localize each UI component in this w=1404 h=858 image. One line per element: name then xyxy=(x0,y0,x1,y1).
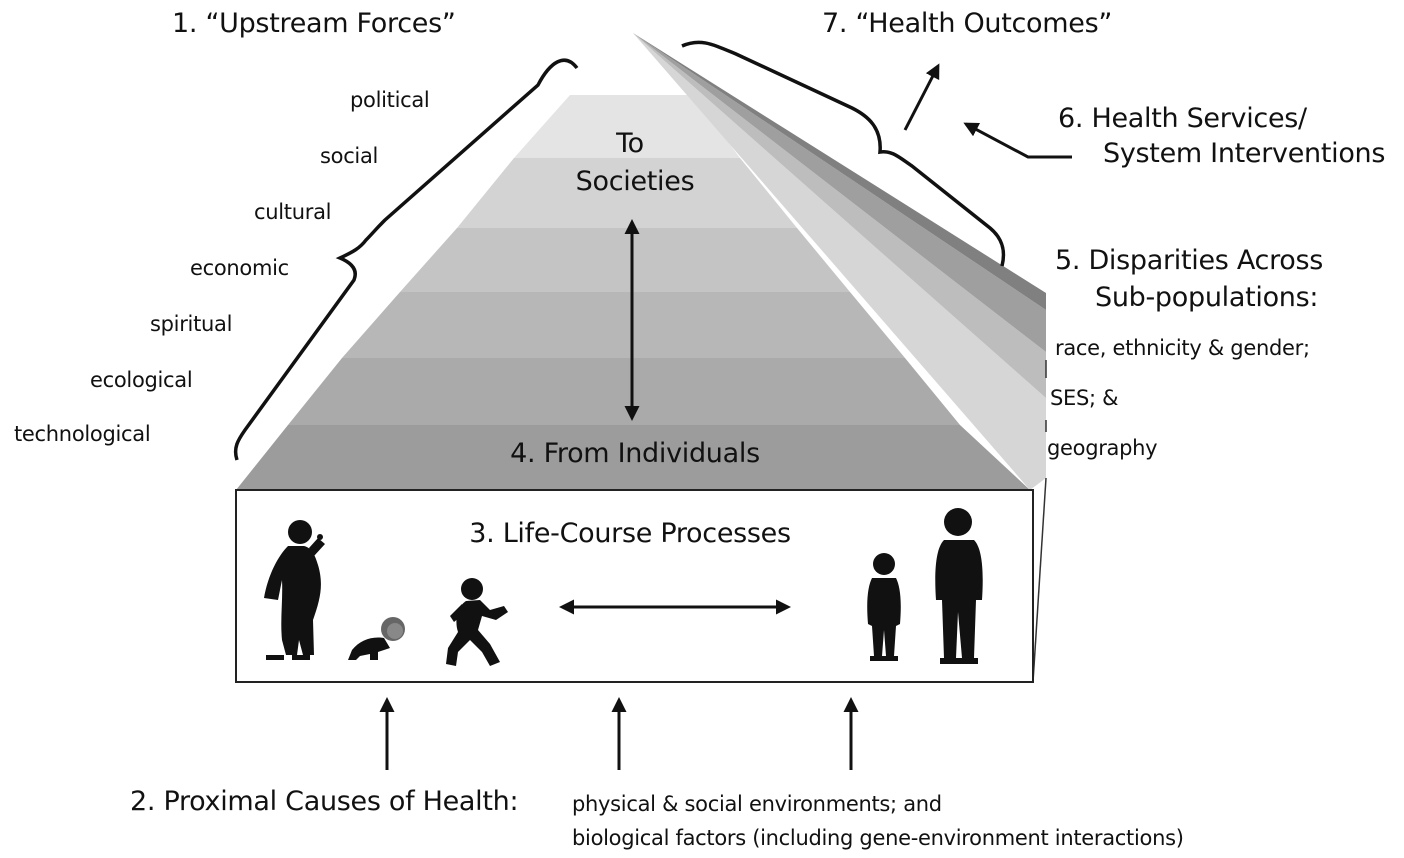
pyramid-band-1 xyxy=(514,95,740,158)
intervention-arrow xyxy=(963,122,1072,159)
outcome-arrow xyxy=(903,63,940,131)
disparity-wedges xyxy=(633,33,1046,490)
disparities-title-line2: Sub-populations: xyxy=(1095,282,1319,313)
pyramid-bottom-label: 4. From Individuals xyxy=(510,438,760,469)
force-ecological: ecological xyxy=(90,368,193,392)
disparity-race: race, ethnicity & gender; xyxy=(1055,336,1310,360)
wedge-race xyxy=(633,33,1046,352)
pyramid-band-4 xyxy=(342,292,905,358)
man-icon xyxy=(935,508,983,664)
upstream-brace xyxy=(233,58,579,461)
proximal-causes-title: 2. Proximal Causes of Health: xyxy=(130,786,519,817)
running-child-icon xyxy=(446,578,508,666)
wedge-geography xyxy=(633,33,1046,490)
pregnant-woman-icon xyxy=(264,520,325,660)
disparities-title-line1: 5. Disparities Across xyxy=(1055,245,1324,276)
pyramid-top-label-societies: Societies xyxy=(575,166,695,197)
crawling-baby-icon xyxy=(348,617,405,660)
force-technological: technological xyxy=(14,422,151,446)
force-political: political xyxy=(350,88,430,112)
outcomes-brace xyxy=(681,40,1006,267)
force-cultural: cultural xyxy=(254,200,332,224)
upstream-forces-title: 1. “Upstream Forces” xyxy=(172,8,456,39)
proximal-causes-line2: biological factors (including gene-envir… xyxy=(572,826,1184,850)
disparity-ses: SES; & xyxy=(1050,386,1119,410)
interventions-line1: 6. Health Services/ xyxy=(1058,103,1307,134)
force-economic: economic xyxy=(190,256,289,280)
health-outcomes-title: 7. “Health Outcomes” xyxy=(822,8,1113,39)
disparity-geography: geography xyxy=(1047,436,1158,460)
wedge-ses xyxy=(633,33,1046,398)
side-connector-line xyxy=(1032,477,1047,683)
pyramid-band-3 xyxy=(400,228,850,292)
pyramid-top-label-to: To xyxy=(616,128,644,159)
pyramid xyxy=(236,95,1030,490)
force-social: social xyxy=(320,144,379,168)
boy-icon xyxy=(867,553,901,661)
interventions-line2: System Interventions xyxy=(1103,138,1386,169)
pyramid-band-5 xyxy=(288,358,960,425)
life-course-title: 3. Life-Course Processes xyxy=(469,518,791,549)
proximal-causes-line1: physical & social environments; and xyxy=(572,792,942,816)
force-spiritual: spiritual xyxy=(150,312,233,336)
pyramid-band-6 xyxy=(236,425,1030,490)
wedge-top xyxy=(633,33,1046,310)
pyramid-band-2 xyxy=(457,158,797,228)
